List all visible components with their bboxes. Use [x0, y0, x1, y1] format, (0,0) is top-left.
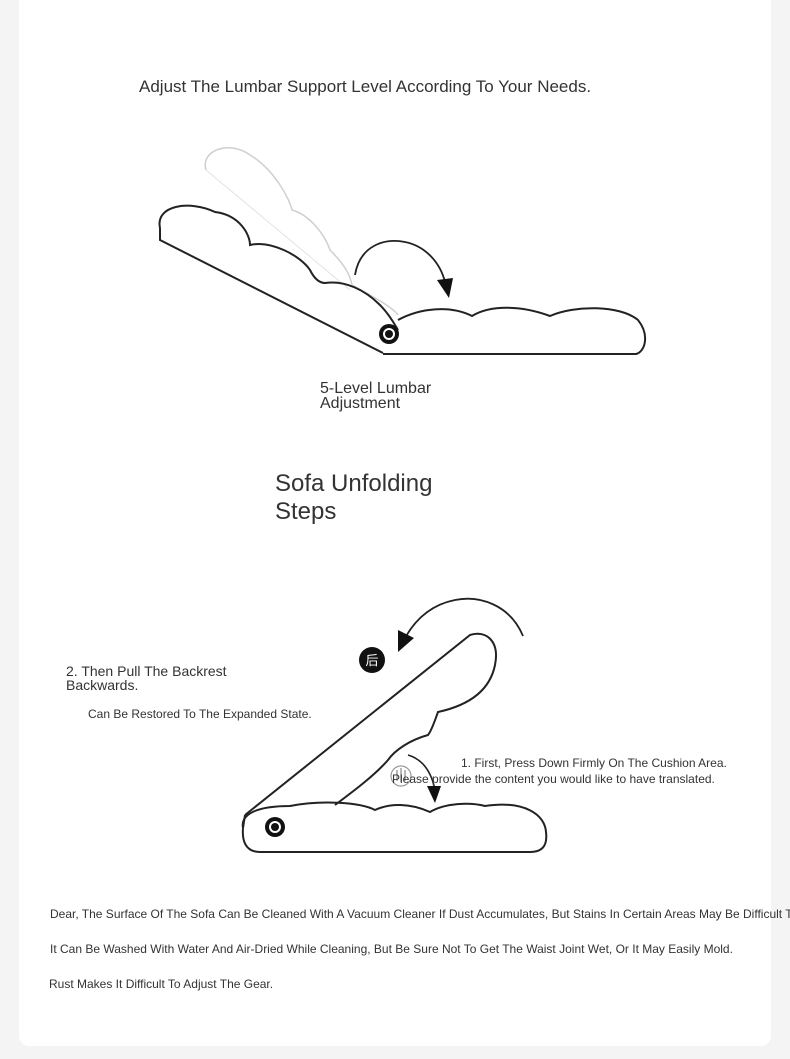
- lumbar-heading: Adjust The Lumbar Support Level Accordin…: [139, 77, 592, 96]
- sofa-heading: Sofa Unfolding Steps: [275, 470, 433, 525]
- step1-title: 1. First, Press Down Firmly On The Cushi…: [461, 756, 727, 770]
- step2-description: Can Be Restored To The Expanded State.: [88, 707, 312, 721]
- backrest-outline: [244, 632, 497, 816]
- gear-icon: [379, 324, 399, 344]
- care-note-line: Rust Makes It Difficult To Adjust The Ge…: [49, 977, 274, 991]
- reclined-backrest-outline: [158, 204, 399, 331]
- care-note-line: Dear, The Surface Of The Sofa Can Be Cle…: [50, 907, 790, 921]
- curved-arrow-icon: [404, 597, 524, 639]
- care-note-line: It Can Be Washed With Water And Air-Drie…: [50, 942, 733, 956]
- step1-description: Please provide the content you would lik…: [392, 772, 715, 786]
- seat-cushion-outline: [383, 306, 647, 355]
- hand-press-icon: [390, 765, 412, 787]
- content-card: [19, 0, 771, 1046]
- back-badge-icon: 后: [359, 647, 385, 673]
- lumbar-caption: 5-Level Lumbar Adjustment: [320, 380, 432, 412]
- curved-arrow-icon: [354, 240, 446, 283]
- step2-title: 2. Then Pull The Backrest Backwards.: [66, 663, 227, 693]
- gear-icon: [265, 817, 285, 837]
- back-badge-glyph: 后: [365, 654, 378, 669]
- seat-cushion-outline: [241, 801, 548, 853]
